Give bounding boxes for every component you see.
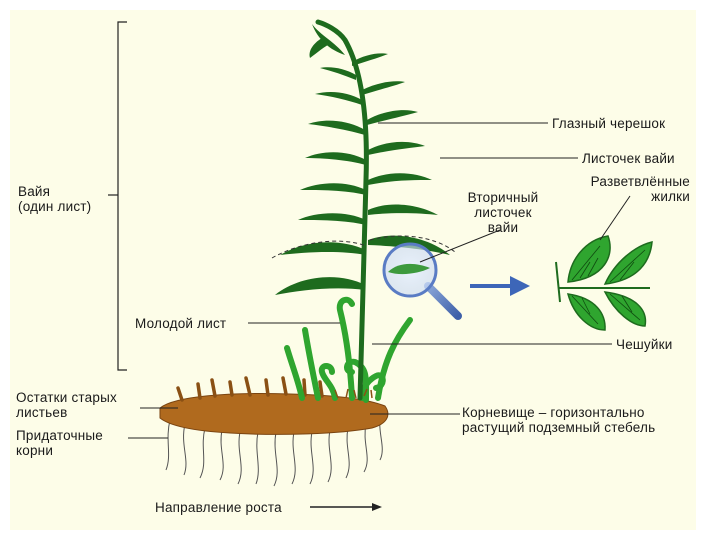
- label-rhizome-line2: растущий подземный стебель: [462, 420, 656, 435]
- label-secondary-line3: вайи: [487, 220, 519, 235]
- young-leaves: [284, 296, 413, 403]
- arrow-right-icon: [470, 276, 530, 296]
- main-petiole: [315, 19, 369, 401]
- growth-arrow: [310, 503, 382, 511]
- magnifier-icon: [382, 242, 462, 320]
- label-old-leaf-remains: Остатки старых листьев: [16, 390, 117, 420]
- label-frond-leaflet: Листочек вайи: [582, 151, 675, 166]
- label-veins-line1: Разветвлённые: [590, 174, 690, 189]
- label-frond-line2: (один лист): [18, 199, 92, 214]
- label-old-leaf-line1: Остатки старых: [16, 390, 117, 405]
- label-scales: Чешуйки: [616, 337, 673, 352]
- label-frond-line1: Вайя: [18, 184, 51, 199]
- label-young-leaf: Молодой лист: [135, 316, 227, 331]
- label-veins-line2: жилки: [651, 189, 690, 204]
- label-growth-direction: Направление роста: [155, 500, 282, 515]
- label-old-leaf-line2: листьев: [16, 405, 68, 420]
- label-secondary-line2: листочек: [474, 205, 532, 220]
- rhizome: [159, 376, 389, 487]
- label-main-petiole: Глазный черешок: [552, 116, 666, 131]
- label-branched-veins: Разветвлённые жилки: [560, 174, 690, 204]
- label-adventitious-roots: Придаточные корни: [16, 428, 103, 458]
- enlarged-leaflet: [555, 235, 653, 331]
- label-secondary-line1: Вторичный: [467, 190, 539, 205]
- label-frond: Вайя (один лист): [18, 184, 91, 214]
- label-rhizome-line1: Корневище – горизонтально: [462, 405, 645, 420]
- old-leaf-remains: [176, 376, 324, 402]
- label-secondary-leaflet: Вторичный листочек вайи: [458, 190, 548, 235]
- adventitious-roots: [165, 417, 383, 487]
- label-rhizome: Корневище – горизонтально растущий подзе…: [462, 405, 655, 435]
- leader-lines: [128, 122, 631, 439]
- label-roots-line1: Придаточные: [16, 428, 103, 443]
- scales: [334, 388, 373, 399]
- label-roots-line2: корни: [16, 443, 54, 458]
- leaflet-outline: [271, 235, 456, 259]
- frond-bracket: [108, 21, 127, 371]
